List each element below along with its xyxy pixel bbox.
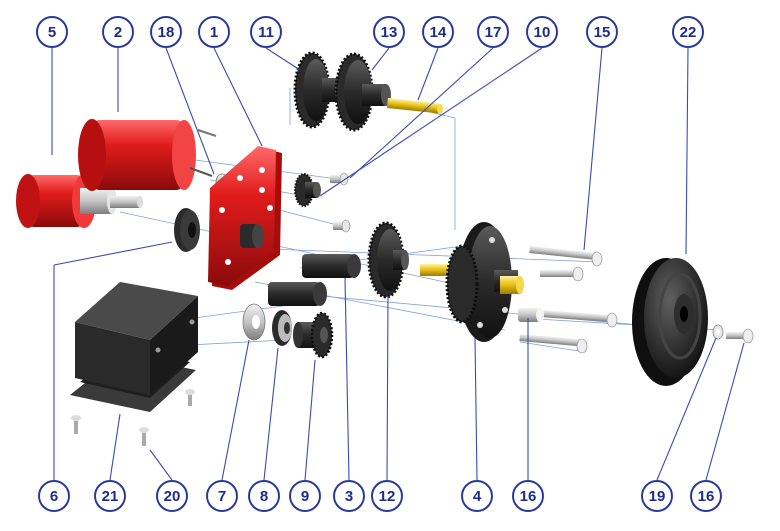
svg-text:9: 9 [301,488,309,505]
mounting-plate [208,146,282,290]
svg-text:4: 4 [473,488,482,505]
svg-text:19: 19 [649,488,666,505]
callout-7: 7 [206,480,238,512]
drive-flange-4 [420,222,524,342]
callout-19: 19 [641,480,673,512]
callout-12: 12 [371,480,403,512]
screw-15a [529,246,603,267]
spacer-3a [302,254,361,278]
svg-text:10: 10 [534,24,551,41]
callout-3: 3 [333,480,365,512]
svg-text:12: 12 [379,488,396,505]
svg-text:5: 5 [48,24,56,41]
pulley-22 [632,258,708,386]
svg-text:21: 21 [102,488,119,505]
callout-4: 4 [461,480,493,512]
svg-text:2: 2 [114,24,122,41]
screw-16b [519,334,588,354]
callout-13: 13 [373,16,405,48]
rubber-ring [174,208,200,252]
spacer-3b [268,282,327,306]
svg-text:6: 6 [50,488,58,505]
callout-6: 6 [38,480,70,512]
svg-text:14: 14 [430,24,447,41]
callout-2: 2 [102,16,134,48]
gear-13 [334,52,391,132]
callout-1: 1 [198,16,230,48]
svg-text:15: 15 [594,24,611,41]
gear-12 [367,221,409,299]
callout-5: 5 [36,16,68,48]
svg-text:1: 1 [210,24,218,41]
brass-shaft-14 [386,97,443,114]
callout-16-right: 16 [690,480,722,512]
gear-9 [293,311,334,359]
bushing-16 [518,308,544,322]
screw-16c [726,328,754,344]
motor-small [16,174,143,228]
screw-20a [71,415,81,434]
callout-16-left: 16 [512,480,544,512]
gear-11 [293,51,345,129]
svg-text:22: 22 [680,24,697,41]
callout-17: 17 [477,16,509,48]
svg-text:3: 3 [345,488,353,505]
callout-22: 22 [672,16,704,48]
svg-text:18: 18 [158,24,175,41]
callout-8: 8 [248,480,280,512]
callout-9: 9 [289,480,321,512]
motor-large [78,119,217,191]
callout-10: 10 [526,16,558,48]
svg-text:13: 13 [381,24,398,41]
svg-text:16: 16 [698,488,715,505]
screw-17 [330,172,349,186]
screw-20c [185,389,195,406]
screw-20b [139,427,149,446]
callout-15: 15 [586,16,618,48]
callout-14: 14 [422,16,454,48]
screw-16a [539,310,618,328]
svg-text:7: 7 [218,488,226,505]
callout-18: 18 [150,16,182,48]
svg-text:8: 8 [260,488,268,505]
svg-text:11: 11 [258,24,274,41]
enclosure-box-21 [70,282,198,412]
washer-19 [712,324,724,340]
callout-20: 20 [156,480,188,512]
callout-11: 11 [250,16,282,48]
svg-text:16: 16 [520,488,537,505]
svg-text:17: 17 [485,24,502,41]
callouts: 5 2 18 1 11 13 14 17 10 15 22 6 21 20 7 … [36,16,722,512]
screw-17b [333,219,351,233]
bearing-8 [272,310,292,346]
callout-21: 21 [94,480,126,512]
screw-15b [540,266,584,282]
svg-text:20: 20 [164,488,181,505]
leader-lines [51,47,745,481]
washer-7 [242,303,266,341]
gear-10 [294,173,321,207]
